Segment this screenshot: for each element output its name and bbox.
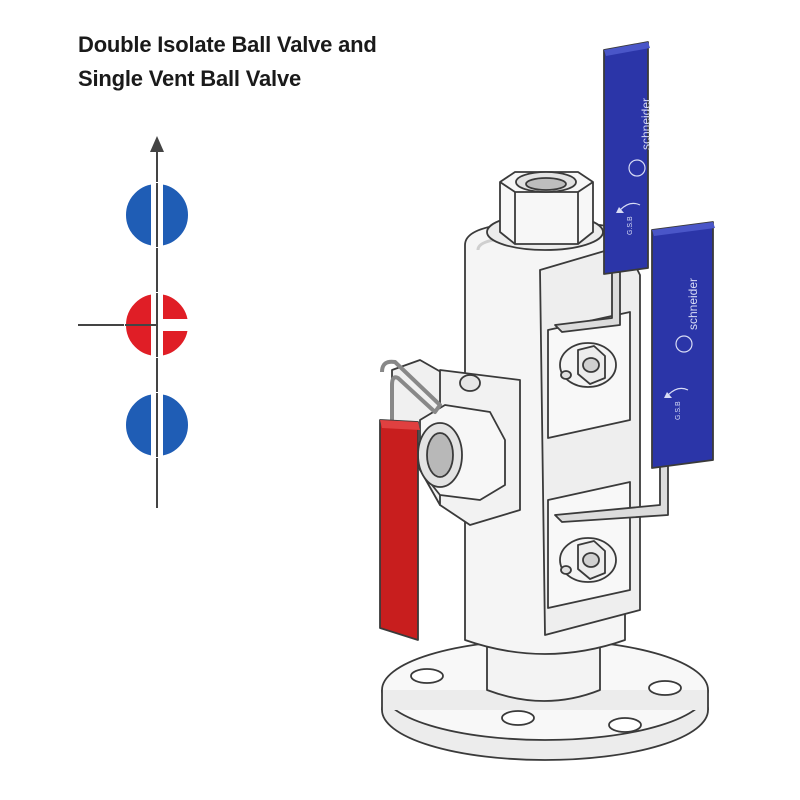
upper-isolate-handle: schneider G.S.B — [603, 41, 653, 275]
title-block: Double Isolate Ball Valve and Single Ven… — [78, 28, 377, 96]
upper-handle-code: G.S.B — [627, 216, 634, 235]
top-connection — [486, 171, 604, 251]
vent-valve-symbol — [124, 292, 190, 358]
title-line-2: Single Vent Ball Valve — [78, 66, 302, 91]
flow-arrow-head — [150, 136, 164, 152]
isolate-valve-symbol-upper — [124, 182, 190, 248]
upper-handle-brand: schneider — [639, 98, 653, 150]
lower-handle-brand: schneider — [686, 278, 700, 330]
upper-stem-nut — [559, 342, 617, 388]
isolate-valve-symbol-lower — [124, 392, 190, 458]
title-line-1: Double Isolate Ball Valve and — [78, 32, 377, 57]
vent-connection — [391, 359, 521, 526]
lower-isolate-handle: schneider G.S.B — [651, 221, 715, 469]
lower-stem-nut — [559, 537, 617, 583]
lower-handle-code: G.S.B — [675, 401, 682, 420]
vent-handle — [379, 359, 442, 641]
valve-illustration: schneider G.S.B schneider G.S.B — [379, 41, 715, 761]
